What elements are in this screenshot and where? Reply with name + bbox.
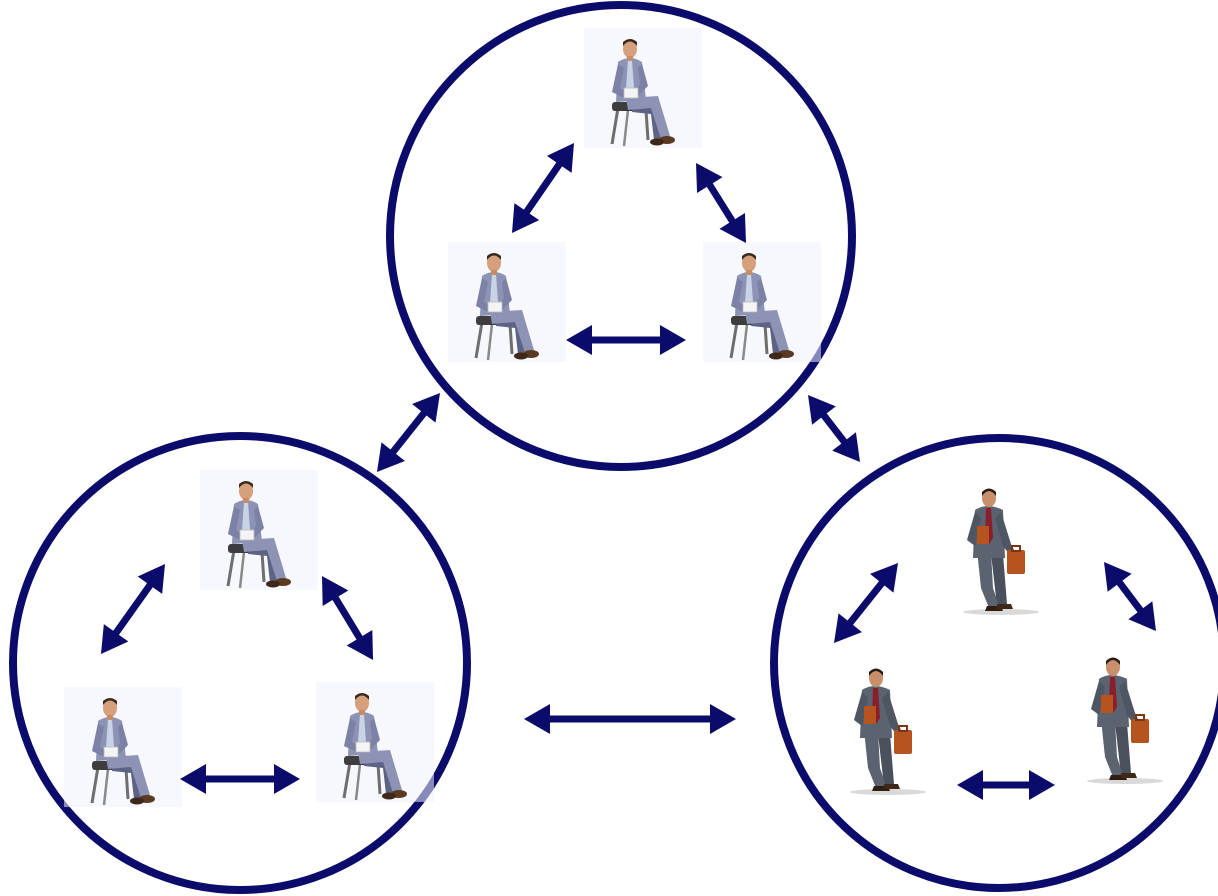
seated-businessman-icon [582, 26, 704, 150]
double-headed-arrow-icon [524, 704, 736, 734]
seated-businessman-icon [701, 240, 823, 364]
double-headed-arrow-icon [101, 564, 165, 655]
seated-businessman-icon [446, 240, 568, 364]
seated-businessman-icon [314, 680, 436, 804]
arrows-layer [101, 143, 1156, 800]
seated-businessman-icon [62, 685, 184, 809]
double-headed-arrow-icon [957, 770, 1055, 800]
double-headed-arrow-icon [696, 163, 747, 244]
double-headed-arrow-icon [376, 393, 440, 472]
double-headed-arrow-icon [808, 395, 860, 462]
double-headed-arrow-icon [566, 325, 686, 355]
double-headed-arrow-icon [180, 764, 300, 794]
double-headed-arrow-icon [512, 143, 574, 234]
double-headed-arrow-icon [834, 563, 898, 644]
seated-businessman-icon [198, 468, 320, 592]
double-headed-arrow-icon [1104, 562, 1156, 632]
group-right-ring [770, 434, 1218, 892]
double-headed-arrow-icon [322, 576, 374, 660]
group-right [770, 434, 1218, 892]
